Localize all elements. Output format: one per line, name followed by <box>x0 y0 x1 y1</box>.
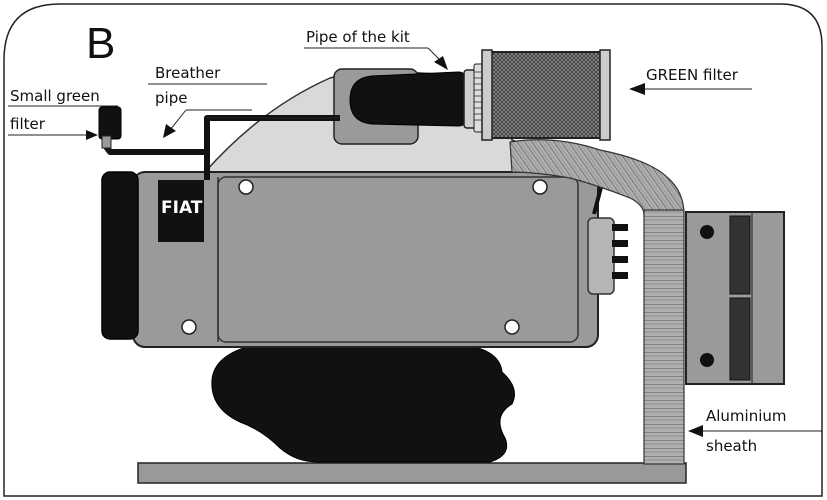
base-plate <box>137 462 687 484</box>
green-air-filter <box>483 51 609 139</box>
connector-pins <box>612 224 628 279</box>
panel-letter: B <box>86 19 115 68</box>
small-green-filter <box>98 106 122 140</box>
arrowhead-green-filter <box>629 83 645 95</box>
mounting-bracket-slot-bottom <box>729 297 751 381</box>
label-breather-pipe-line2: pipe <box>155 89 187 107</box>
label-small-green-filter-line2: filter <box>10 115 46 133</box>
engine-inner-panel <box>217 176 579 343</box>
brand-plate <box>158 180 204 242</box>
mounting-bracket-hole-bottom <box>700 353 714 367</box>
side-connector <box>587 217 615 295</box>
mounting-bracket-hole-top <box>700 225 714 239</box>
label-aluminium-sheath-line1: Aluminium <box>706 407 787 425</box>
brand-plate-text: FIAT <box>161 198 203 218</box>
arrowhead-breather-pipe <box>163 124 176 138</box>
small-green-filter-neck <box>101 135 112 149</box>
kit-pipe <box>349 71 467 127</box>
label-small-green-filter-line1: Small green <box>10 87 100 105</box>
mounting-bracket-slot-top <box>729 215 751 295</box>
arrowhead-small-green-filter <box>86 130 98 140</box>
arrow-breather-pipe-diag <box>169 109 187 131</box>
bolt-holes <box>181 179 548 335</box>
green-air-filter-cap-left <box>481 49 493 141</box>
frame-border <box>3 3 823 497</box>
engine-front-cap <box>101 171 139 340</box>
arrowhead-pipe-of-kit <box>434 56 448 70</box>
label-breather-pipe-line1: Breather <box>155 64 221 82</box>
label-green-filter: GREEN filter <box>646 66 739 84</box>
label-pipe-of-kit: Pipe of the kit <box>306 28 410 46</box>
label-aluminium-sheath-line2: sheath <box>706 437 757 455</box>
green-air-filter-cap-right <box>599 49 611 141</box>
arrow-pipe-of-kit-diag <box>427 47 441 61</box>
arrowhead-aluminium-sheath <box>688 425 703 437</box>
engine-mount <box>211 345 515 463</box>
aluminium-sheath-vertical <box>643 209 685 465</box>
